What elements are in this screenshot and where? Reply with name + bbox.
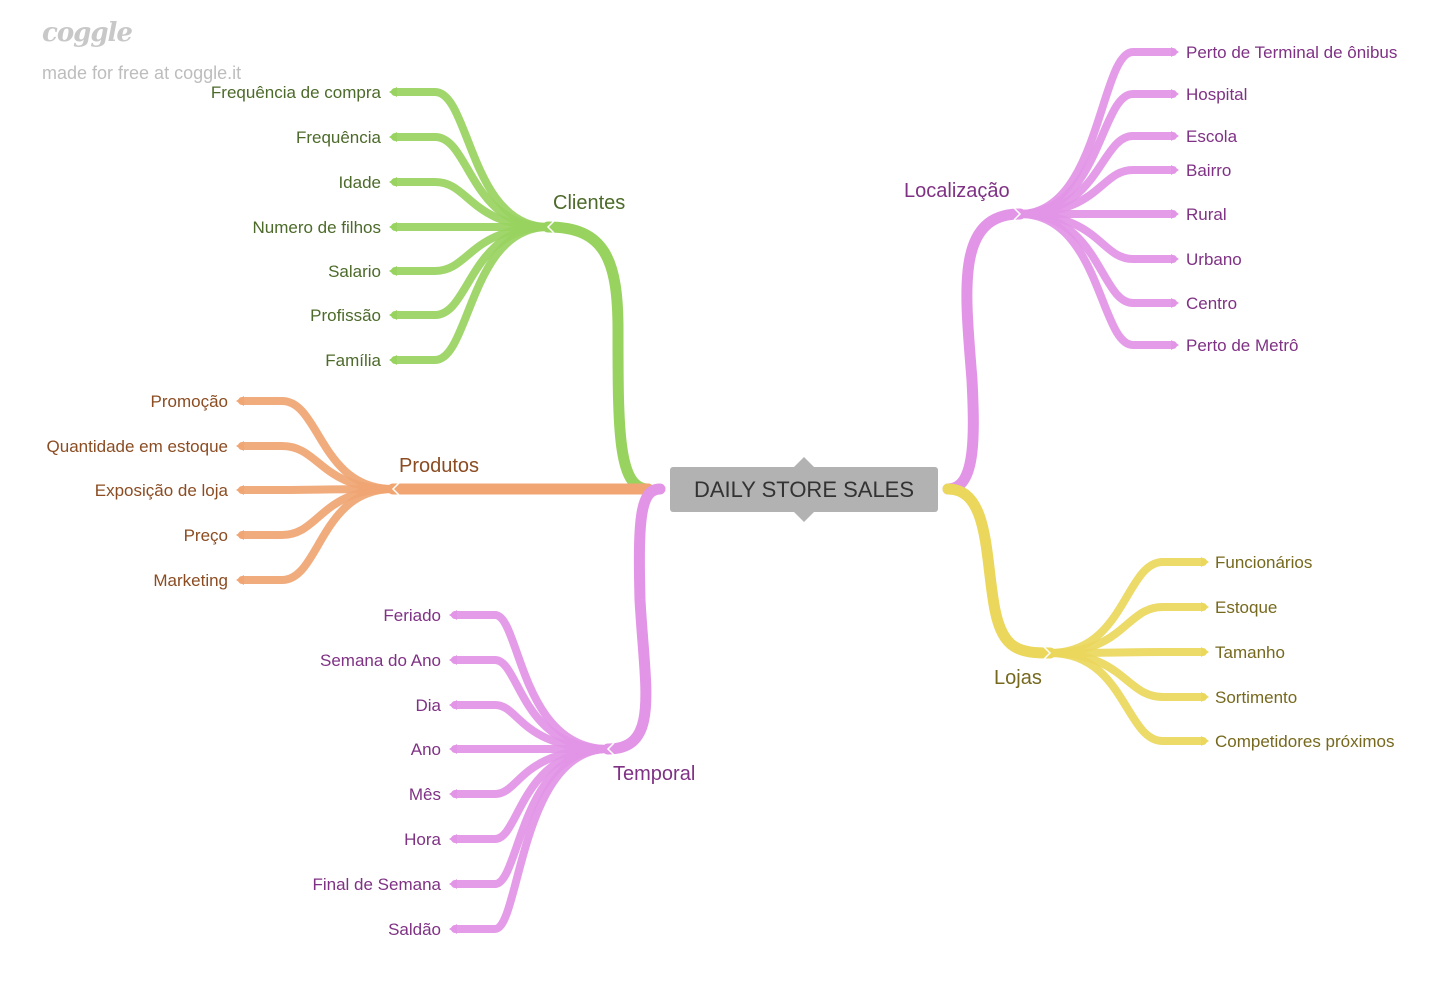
root-node[interactable]: DAILY STORE SALES — [670, 457, 938, 522]
leaf-tip-bairro — [1171, 165, 1179, 175]
leaf-label-sortimento[interactable]: Sortimento — [1215, 688, 1297, 707]
leaf-label-preco[interactable]: Preço — [184, 526, 228, 545]
leaf-tip-promocao — [236, 396, 244, 406]
leaf-tip-quantidade-em-estoque — [236, 441, 244, 451]
leaf-label-final-de-semana[interactable]: Final de Semana — [312, 875, 441, 894]
leaf-tip-escola — [1171, 131, 1179, 141]
leaf-label-escola[interactable]: Escola — [1186, 127, 1238, 146]
leaf-label-quantidade-em-estoque[interactable]: Quantidade em estoque — [47, 437, 228, 456]
leaf-tip-saldao — [449, 924, 457, 934]
hub-marker-localizacao — [1013, 207, 1022, 221]
leaf-label-idade[interactable]: Idade — [338, 173, 381, 192]
leaf-tip-ano — [449, 744, 457, 754]
leaf-tip-urbano — [1171, 254, 1179, 264]
root-label: DAILY STORE SALES — [693, 476, 915, 502]
branch-clientes: Frequência de compraFrequênciaIdadeNumer… — [211, 83, 654, 495]
hub-marker-temporal — [606, 742, 615, 756]
leaf-label-semana-do-ano[interactable]: Semana do Ano — [320, 651, 441, 670]
leaf-label-hora[interactable]: Hora — [404, 830, 441, 849]
watermark-text: made for free at coggle.it — [42, 63, 242, 83]
leaf-label-competidores-proximos[interactable]: Competidores próximos — [1215, 732, 1395, 751]
leaf-tip-marketing — [236, 575, 244, 585]
leaf-tip-sortimento — [1201, 692, 1209, 702]
leaf-tip-mes — [449, 789, 457, 799]
leaf-tip-frequencia-de-compra — [389, 87, 397, 97]
leaf-line-perto-de-metro — [1016, 210, 1177, 349]
leaf-tip-rural — [1171, 209, 1179, 219]
leaf-label-familia[interactable]: Família — [325, 351, 381, 370]
leaf-label-estoque[interactable]: Estoque — [1215, 598, 1277, 617]
leaf-label-exposicao-de-loja[interactable]: Exposição de loja — [95, 481, 229, 500]
leaf-tip-numero-de-filhos — [389, 222, 397, 232]
leaf-tip-competidores-proximos — [1201, 736, 1209, 746]
leaf-tip-profissao — [389, 310, 397, 320]
leaf-label-hospital[interactable]: Hospital — [1186, 85, 1247, 104]
leaf-label-frequencia-de-compra[interactable]: Frequência de compra — [211, 83, 382, 102]
leaf-tip-familia — [389, 355, 397, 365]
leaf-label-feriado[interactable]: Feriado — [383, 606, 441, 625]
leaf-tip-perto-de-terminal-de-onibus — [1171, 47, 1179, 57]
leaf-tip-final-de-semana — [449, 879, 457, 889]
leaf-tip-exposicao-de-loja — [236, 485, 244, 495]
hub-marker-produtos — [391, 482, 400, 496]
hub-marker-lojas — [1043, 646, 1052, 660]
leaf-tip-feriado — [449, 610, 457, 620]
leaf-line-hospital — [1016, 90, 1177, 218]
branch-line-clientes — [542, 221, 654, 495]
leaf-label-centro[interactable]: Centro — [1186, 294, 1237, 313]
leaf-tip-tamanho — [1201, 647, 1209, 657]
leaf-label-saldao[interactable]: Saldão — [388, 920, 441, 939]
leaf-label-numero-de-filhos[interactable]: Numero de filhos — [252, 218, 381, 237]
leaf-label-perto-de-metro[interactable]: Perto de Metrô — [1186, 336, 1298, 355]
leaf-tip-hospital — [1171, 89, 1179, 99]
leaf-label-mes[interactable]: Mês — [409, 785, 441, 804]
leaf-label-frequencia[interactable]: Frequência — [296, 128, 382, 147]
leaf-label-profissao[interactable]: Profissão — [310, 306, 381, 325]
leaf-tip-preco — [236, 530, 244, 540]
leaf-tip-centro — [1171, 298, 1179, 308]
leaf-tip-semana-do-ano — [449, 655, 457, 665]
leaf-label-perto-de-terminal-de-onibus[interactable]: Perto de Terminal de ônibus — [1186, 43, 1397, 62]
leaf-tip-salario — [389, 266, 397, 276]
coggle-logo: coggle — [42, 18, 133, 48]
leaf-label-ano[interactable]: Ano — [411, 740, 441, 759]
branch-label-produtos[interactable]: Produtos — [399, 455, 479, 477]
leaf-tip-frequencia — [389, 132, 397, 142]
leaf-label-rural[interactable]: Rural — [1186, 205, 1227, 224]
branch-label-localizacao[interactable]: Localização — [904, 180, 1010, 202]
leaf-label-promocao[interactable]: Promoção — [151, 392, 228, 411]
branch-label-clientes[interactable]: Clientes — [553, 192, 625, 214]
leaf-label-tamanho[interactable]: Tamanho — [1215, 643, 1285, 662]
leaf-label-bairro[interactable]: Bairro — [1186, 161, 1231, 180]
leaf-label-dia[interactable]: Dia — [415, 696, 441, 715]
leaf-line-saldao — [451, 745, 612, 933]
leaf-tip-hora — [449, 834, 457, 844]
branch-line-localizacao — [942, 208, 1026, 495]
leaf-tip-idade — [389, 177, 397, 187]
leaf-label-salario[interactable]: Salario — [328, 262, 381, 281]
branch-localizacao: Perto de Terminal de ônibusHospitalEscol… — [904, 43, 1397, 495]
leaf-line-familia — [391, 223, 552, 364]
branch-label-lojas[interactable]: Lojas — [994, 667, 1042, 689]
leaf-label-urbano[interactable]: Urbano — [1186, 250, 1242, 269]
leaf-tip-estoque — [1201, 602, 1209, 612]
hub-marker-clientes — [546, 220, 555, 234]
leaf-tip-funcionarios — [1201, 557, 1209, 567]
leaf-line-frequencia-de-compra — [391, 88, 552, 231]
leaf-tip-perto-de-metro — [1171, 340, 1179, 350]
leaf-label-funcionarios[interactable]: Funcionários — [1215, 553, 1312, 572]
leaf-label-marketing[interactable]: Marketing — [153, 571, 228, 590]
leaf-tip-dia — [449, 700, 457, 710]
branch-line-temporal — [602, 483, 666, 755]
leaf-line-marketing — [238, 485, 397, 584]
branch-lojas: FuncionáriosEstoqueTamanhoSortimentoComp… — [942, 483, 1395, 751]
branch-label-temporal[interactable]: Temporal — [613, 763, 695, 785]
branch-line-lojas — [942, 483, 1056, 659]
leaf-line-competidores-proximos — [1046, 649, 1207, 745]
